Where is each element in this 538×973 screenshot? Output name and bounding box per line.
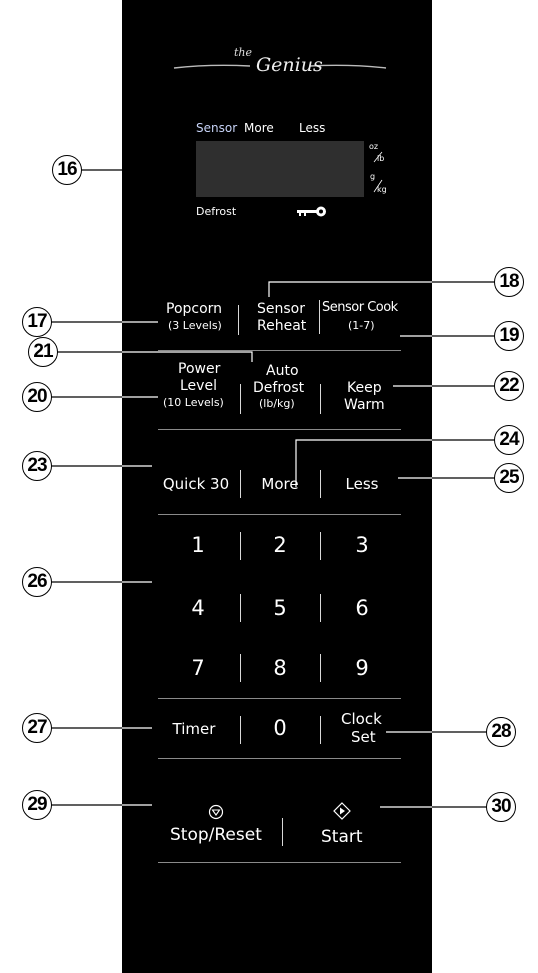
unit-kg: kg <box>377 185 387 194</box>
brand-prefix: the <box>234 46 253 59</box>
brand-swoosh <box>173 64 387 69</box>
display-indicator-less: Less <box>299 121 326 135</box>
power-level-levels: (10 Levels) <box>163 396 224 409</box>
key-2[interactable]: 2 <box>273 533 287 557</box>
separator <box>320 716 321 744</box>
key-0[interactable]: 0 <box>273 716 287 740</box>
separator <box>320 594 321 622</box>
key-7[interactable]: 7 <box>191 656 205 680</box>
sensor-reheat-label-2: Reheat <box>257 318 307 334</box>
callout-19: 19 <box>494 321 524 351</box>
separator <box>320 384 321 414</box>
unit-lb: lb <box>377 154 385 163</box>
callout-23: 23 <box>22 451 52 481</box>
power-level-label-2: Level <box>180 378 217 394</box>
key-4[interactable]: 4 <box>191 596 205 620</box>
start-icon <box>333 802 351 820</box>
auto-defrost-units: (lb/kg) <box>259 397 295 410</box>
separator <box>320 470 321 498</box>
callout-18: 18 <box>494 267 524 297</box>
callout-24: 24 <box>494 425 524 455</box>
clock-set-label-2: Set <box>351 728 376 746</box>
popcorn-label: Popcorn <box>166 301 223 317</box>
key-8[interactable]: 8 <box>273 656 287 680</box>
callout-17: 17 <box>22 307 52 337</box>
callout-20: 20 <box>22 382 52 412</box>
display-screen <box>196 141 364 197</box>
separator <box>240 594 241 622</box>
auto-defrost-label-1: Auto <box>266 363 299 379</box>
clock-set-label-1: Clock <box>341 710 382 728</box>
unit-g: g <box>370 172 376 181</box>
key-9[interactable]: 9 <box>355 656 369 680</box>
brand-logo: the Genius <box>170 40 390 84</box>
separator <box>240 532 241 560</box>
separator <box>319 300 320 334</box>
callout-25: 25 <box>494 463 524 493</box>
start-label: Start <box>321 827 363 847</box>
callout-29: 29 <box>22 790 52 820</box>
row-divider <box>158 429 401 430</box>
popcorn-levels: (3 Levels) <box>168 319 222 332</box>
unit-oz: oz <box>369 142 379 151</box>
callout-16: 16 <box>52 155 82 185</box>
separator <box>320 654 321 682</box>
power-level-label-1: Power <box>178 361 221 377</box>
row-divider <box>158 862 401 863</box>
separator <box>282 818 283 846</box>
timer-button[interactable]: Timer <box>172 720 216 738</box>
sensor-reheat-label-1: Sensor <box>257 301 305 317</box>
keep-warm-label-2: Warm <box>344 397 385 413</box>
sensor-cook-label: Sensor Cook <box>322 300 398 315</box>
quick30-button[interactable]: Quick 30 <box>162 475 230 493</box>
display-indicator-sensor: Sensor <box>196 121 238 135</box>
key-5[interactable]: 5 <box>273 596 287 620</box>
more-button[interactable]: More <box>261 475 299 493</box>
separator <box>240 384 241 414</box>
less-button[interactable]: Less <box>345 475 379 493</box>
sensor-cook-range: (1-7) <box>348 319 375 332</box>
key-icon <box>297 206 326 217</box>
callout-26: 26 <box>22 567 52 597</box>
brand-name: Genius <box>256 54 323 76</box>
keep-warm-label-1: Keep <box>347 380 382 396</box>
callout-21: 21 <box>28 337 58 367</box>
row-divider <box>158 698 401 699</box>
key-1[interactable]: 1 <box>191 533 205 557</box>
callout-22: 22 <box>494 371 524 401</box>
separator <box>240 470 241 498</box>
callout-30: 30 <box>486 792 516 822</box>
row-divider <box>158 350 401 351</box>
key-6[interactable]: 6 <box>355 596 369 620</box>
separator <box>240 716 241 744</box>
callout-27: 27 <box>22 713 52 743</box>
stop-icon <box>208 804 224 820</box>
row-divider <box>158 514 401 515</box>
row-divider <box>158 758 401 759</box>
separator <box>240 654 241 682</box>
separator <box>238 305 239 335</box>
separator <box>320 532 321 560</box>
unit-slashes <box>373 151 383 193</box>
display-indicator-defrost: Defrost <box>196 205 237 218</box>
key-3[interactable]: 3 <box>355 533 369 557</box>
stop-reset-label: Stop/Reset <box>170 825 262 845</box>
callout-28: 28 <box>486 717 516 747</box>
display-indicator-more: More <box>244 121 274 135</box>
auto-defrost-label-2: Defrost <box>253 380 305 396</box>
